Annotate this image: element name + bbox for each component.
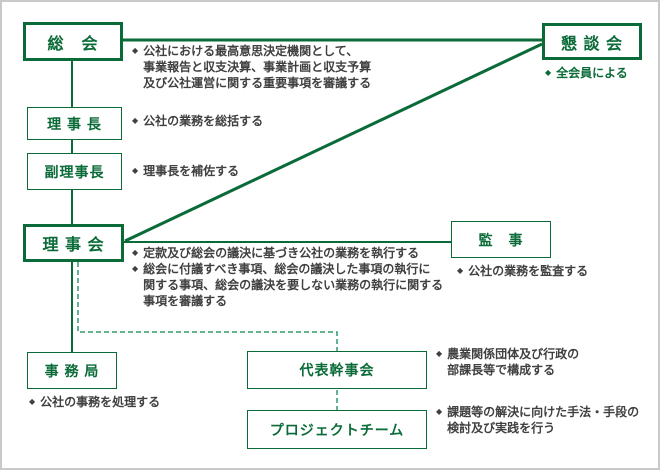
jimukyoku-label: 事 務 局 xyxy=(44,362,100,379)
bullet-icon: ◆ xyxy=(457,266,464,275)
jimukyoku-box: 事 務 局 xyxy=(27,352,117,389)
rijikai-label: 理 事 会 xyxy=(42,237,105,254)
soukai-box: 総 会 xyxy=(23,22,123,61)
note-bullet: ◆ 定款及び総会の議決に基づき公社の業務を執行する xyxy=(132,245,443,261)
note-text: 全会員による xyxy=(556,66,628,80)
note-text: 課題等の解決に向けた手法・手段の 検討及び実践を行う xyxy=(447,405,640,435)
bullet-icon: ◆ xyxy=(436,349,443,358)
rijichou-label: 理 事 長 xyxy=(47,115,102,132)
kanji-note: ◆ 公社の業務を監査する xyxy=(457,263,588,279)
kondankai-label: 懇 談 会 xyxy=(561,35,623,53)
bullet-icon: ◆ xyxy=(436,407,443,416)
fukurijichou-note: ◆ 理事長を補佐する xyxy=(132,163,239,179)
bullet-icon: ◆ xyxy=(132,46,139,55)
soukai-note: ◆ 公社における最高意思決定機関として、 事業報告と収支決算、事業計画と収支予算… xyxy=(132,43,371,91)
note-text: 定款及び総会の議決に基づき公社の業務を執行する xyxy=(143,246,420,260)
project-team-label: プロジェクトチーム xyxy=(269,421,405,438)
rijikai-daihyokanjikai-dashed-connector xyxy=(77,262,338,351)
rijichou-box: 理 事 長 xyxy=(27,107,122,140)
note-bullet: ◆ 全会員による xyxy=(545,65,628,81)
soukai-label: 総 会 xyxy=(47,35,99,53)
project-team-note: ◆ 課題等の解決に向けた手法・手段の 検討及び実践を行う xyxy=(436,404,639,436)
kanji-box: 監 事 xyxy=(451,221,551,258)
bullet-icon: ◆ xyxy=(132,264,139,273)
note-text: 理事長を補佐する xyxy=(143,164,240,178)
note-bullet: ◆ 公社の事務を処理する xyxy=(29,394,160,410)
kondankai-note: ◆ 全会員による xyxy=(545,65,628,81)
daihyokanjikai-box: 代表幹事会 xyxy=(247,351,427,389)
fukurijichou-box: 副理事長 xyxy=(27,153,122,190)
note-bullet: ◆ 理事長を補佐する xyxy=(132,163,239,179)
bullet-icon: ◆ xyxy=(29,397,36,406)
project-team-box: プロジェクトチーム xyxy=(247,410,427,449)
note-text: 農業関係団体及び行政の 部課長等で構成する xyxy=(447,347,580,377)
note-text: 公社における最高意思決定機関として、 事業報告と収支決算、事業計画と収支予算 及… xyxy=(143,44,372,90)
daihyokanjikai-note: ◆ 農業関係団体及び行政の 部課長等で構成する xyxy=(436,346,579,378)
rijikai-kondankai-diagonal-line xyxy=(124,42,543,243)
note-bullet: ◆ 公社の業務を総括する xyxy=(132,113,263,129)
rijichou-note: ◆ 公社の業務を総括する xyxy=(132,113,263,129)
note-text: 公社の業務を総括する xyxy=(143,114,264,128)
rijikai-note: ◆ 定款及び総会の議決に基づき公社の業務を執行する ◆ 総会に付議すべき事項、総… xyxy=(132,245,443,309)
bullet-icon: ◆ xyxy=(132,116,139,125)
note-bullet: ◆ 公社における最高意思決定機関として、 事業報告と収支決算、事業計画と収支予算… xyxy=(132,43,371,91)
rijikai-box: 理 事 会 xyxy=(23,224,124,262)
bullet-icon: ◆ xyxy=(132,166,139,175)
note-bullet: ◆ 農業関係団体及び行政の 部課長等で構成する xyxy=(436,346,579,378)
daihyokanjikai-label: 代表幹事会 xyxy=(299,362,375,378)
note-text: 公社の業務を監査する xyxy=(468,264,589,278)
jimukyoku-note: ◆ 公社の事務を処理する xyxy=(29,394,160,410)
note-bullet: ◆ 公社の業務を監査する xyxy=(457,263,588,279)
bullet-icon: ◆ xyxy=(545,68,552,77)
note-text: 総会に付議すべき事項、総会の議決した事項の執行に 関する事項、総会の議決を要しな… xyxy=(143,262,444,308)
fukurijichou-label: 副理事長 xyxy=(44,163,105,180)
kondankai-box: 懇 談 会 xyxy=(542,23,642,60)
note-bullet: ◆ 総会に付議すべき事項、総会の議決した事項の執行に 関する事項、総会の議決を要… xyxy=(132,261,443,309)
bullet-icon: ◆ xyxy=(132,248,139,257)
note-bullet: ◆ 課題等の解決に向けた手法・手段の 検討及び実践を行う xyxy=(436,404,639,436)
note-text: 公社の事務を処理する xyxy=(40,395,161,409)
kanji-label: 監 事 xyxy=(478,231,524,248)
